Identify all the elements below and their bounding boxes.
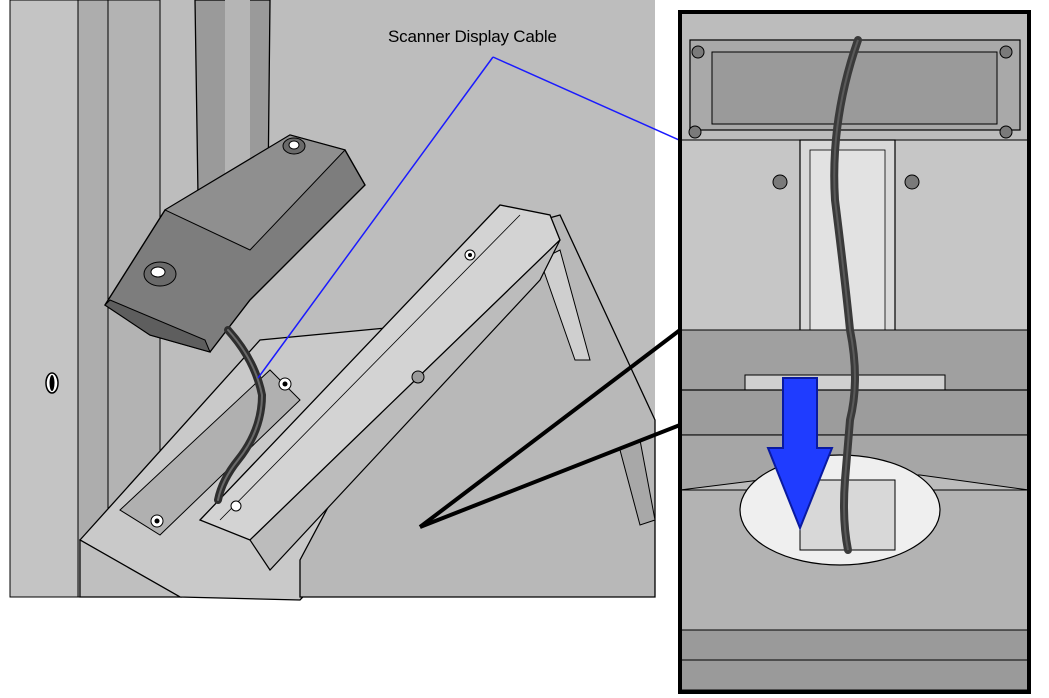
main-view xyxy=(9,0,656,601)
down-arrow-icon xyxy=(766,377,834,531)
zoom-wedge xyxy=(418,328,682,529)
callout-label: Scanner Display Cable xyxy=(388,27,557,46)
side-panel xyxy=(299,214,656,598)
detail-view xyxy=(678,10,1031,694)
scanner-base xyxy=(104,134,366,353)
mounting-bracket xyxy=(198,204,561,571)
detail-frame xyxy=(678,10,1031,694)
scanner-pole xyxy=(194,0,271,205)
